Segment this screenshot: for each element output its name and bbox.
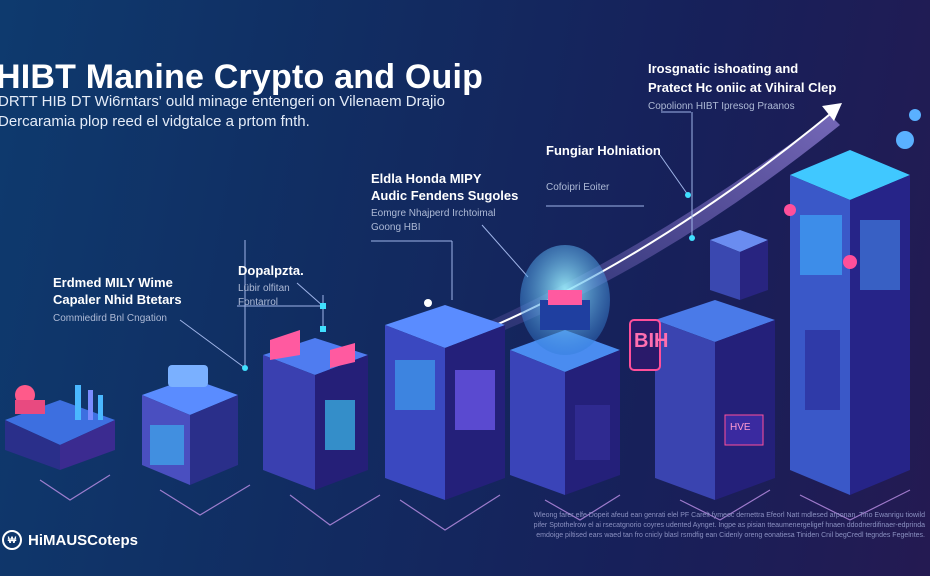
mining-machine-6 [629, 230, 775, 500]
mining-machine-7 [784, 109, 921, 495]
brand-name: HiMAUSCoteps [28, 531, 139, 549]
callout-heading: Erdmed MILY Wime [53, 275, 173, 290]
callout-heading: Irosgnatic ishoating and [648, 61, 799, 76]
callout-heading: Eldla Honda MIPY [371, 171, 482, 186]
callout-heading: Audic Fendens Sugoles [371, 188, 519, 203]
callout-5: Irosgnatic ishoating and Pratect Hc onii… [648, 60, 836, 114]
subtitle-line-2: Dercaramia plop reed el vidgtalce a prto… [0, 113, 310, 130]
callout-text: Cofoipri Eoiter [546, 182, 610, 193]
brand: ₩ HiMAUSCoteps [2, 530, 138, 550]
mining-machine-3 [263, 330, 368, 490]
callout-text: Goong HBI [371, 222, 421, 233]
callout-text: Copolionn HIBT Ipresog Praanos [648, 101, 795, 112]
mining-machine-1 [5, 385, 115, 470]
footer-line: pifer Sptothelrow el ai rsecatgnorio coy… [533, 522, 925, 529]
mining-machine-5 [510, 245, 620, 495]
callout-heading: Capaler Nhid Btetars [53, 292, 182, 307]
machine-label-bih: BIH [634, 330, 669, 352]
callout-text: Eomgre Nhajperd Irchtoimal [371, 208, 496, 219]
callout-heading: Pratect Hc oniic at Vihiral Clep [648, 80, 837, 95]
callout-4: Fungiar Holniation Cofoipri Eoiter [546, 142, 661, 195]
footer-line: Wleong farer elfe Dopeit afeud ean genra… [533, 512, 925, 519]
callout-text: Lübir olfitan [238, 283, 290, 294]
callout-2: Dopalpzta. Lübir olfitan Fontarrol [238, 262, 304, 310]
footer-text: Wleong farer elfe Dopeit afeud ean genra… [405, 511, 925, 541]
callout-heading: Fungiar Holniation [546, 143, 661, 158]
footer-line: emdoige piltised ears waed tan fro cnicl… [536, 532, 925, 539]
subtitle-line-1: DRTT HIB DT Wi6rntars' ould minage enten… [0, 93, 445, 110]
callout-1: Erdmed MILY Wime Capaler Nhid Btetars Co… [53, 274, 182, 326]
page-title: HIBT Manine Crypto and Ouip [0, 58, 484, 96]
mining-machine-4 [385, 299, 505, 500]
mining-machine-2 [142, 365, 238, 485]
leader-lines [179, 111, 693, 369]
callout-text: Fontarrol [238, 297, 279, 308]
platforms [39, 474, 911, 531]
callout-heading: Dopalpzta. [238, 263, 304, 278]
callout-text: Commiedird Bnl Cngation [53, 313, 167, 324]
brand-logo-icon: ₩ [2, 530, 22, 550]
callout-3: Eldla Honda MIPY Audic Fendens Sugoles E… [371, 170, 518, 235]
leader-dots [242, 192, 695, 371]
machine-label-hve: HVE [730, 422, 751, 433]
